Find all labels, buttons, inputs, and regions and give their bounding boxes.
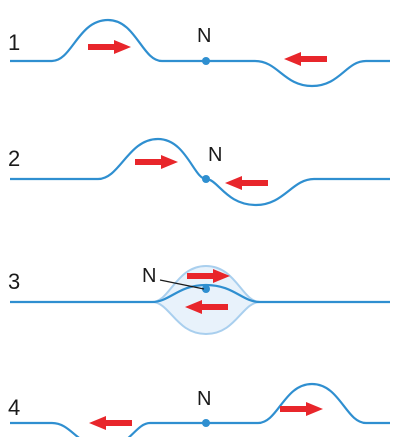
- arrow-right-icon: [280, 402, 323, 416]
- row-1: 1 N: [8, 18, 390, 88]
- row-2: 2 N: [8, 137, 390, 207]
- arrow-left-icon: [185, 300, 228, 314]
- node-point: [202, 175, 210, 183]
- row-4: 4 N: [8, 382, 390, 437]
- row-number-2: 2: [8, 146, 20, 171]
- node-label-row-4: N: [197, 388, 211, 410]
- row-number-1: 1: [8, 30, 20, 55]
- arrow-right-icon: [187, 269, 230, 283]
- node-point: [202, 419, 210, 427]
- arrow-left-icon: [284, 52, 327, 66]
- node-label-row-2: N: [208, 144, 222, 166]
- node-label-row-1: N: [197, 25, 211, 47]
- arrow-left-icon: [89, 416, 132, 430]
- node-leader-line: [159, 279, 205, 290]
- node-point: [202, 285, 210, 293]
- node-label-row-3: N: [142, 265, 156, 287]
- row-3: 3 N: [8, 264, 390, 336]
- arrow-right-icon: [88, 40, 131, 54]
- row-number-3: 3: [8, 269, 20, 294]
- node-point: [202, 57, 210, 65]
- wave-row-1: [10, 18, 390, 88]
- arrow-right-icon: [135, 155, 178, 169]
- row-number-4: 4: [8, 395, 20, 420]
- arrow-left-icon: [225, 176, 268, 190]
- wave-row-4: [10, 382, 390, 437]
- wave-row-2: [10, 137, 390, 207]
